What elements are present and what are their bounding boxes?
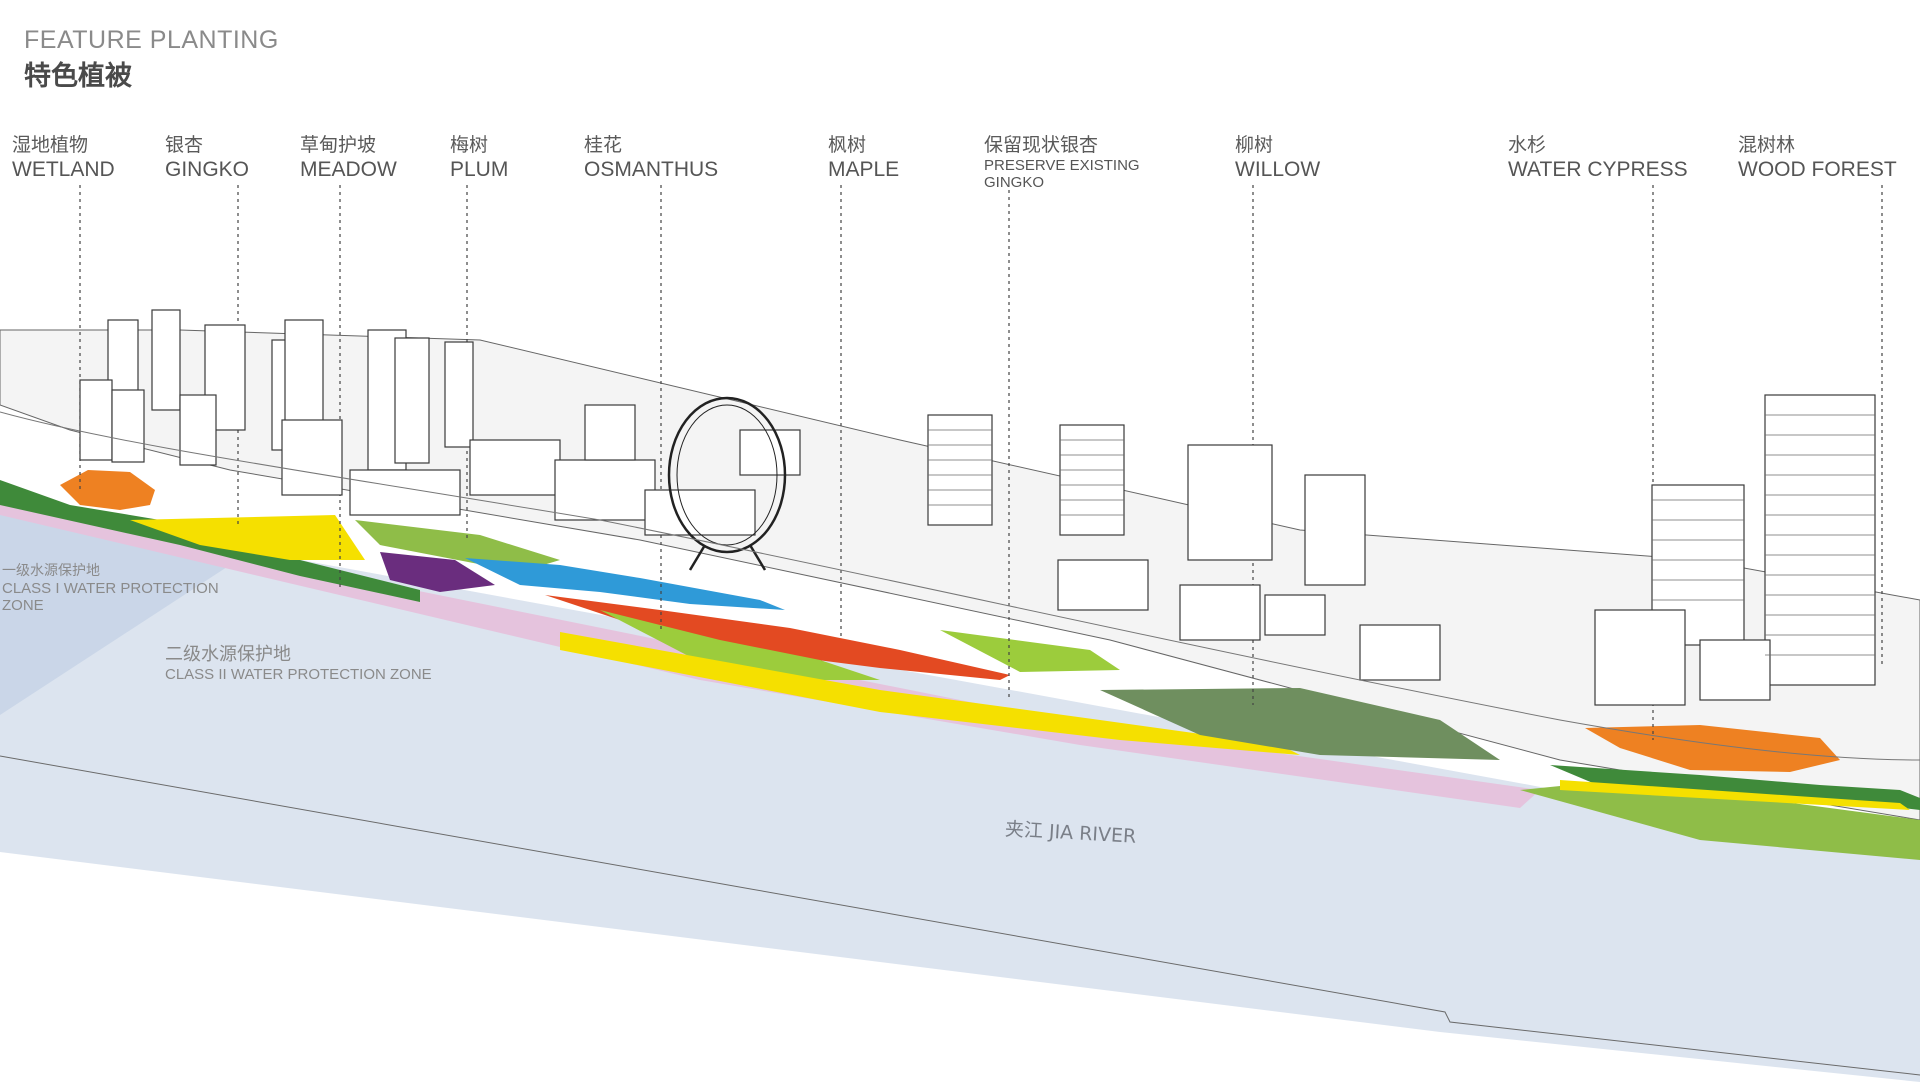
lime-band-mid [940, 630, 1120, 672]
river-edge-line [0, 755, 1920, 1076]
zone-class-2-label: 二级水源保护地 CLASS II WATER PROTECTION ZONE [165, 644, 432, 683]
maple-patch [545, 595, 1010, 680]
wetland-patch [60, 470, 155, 510]
header-title-cn: 特色植被 [24, 61, 132, 92]
header-title-en: FEATURE PLANTING [24, 26, 279, 54]
gingko-patch [130, 515, 365, 560]
river-main-water [0, 505, 1920, 1012]
meadow-strip [355, 520, 560, 572]
pink-buffer-strip [0, 495, 1540, 808]
water-cypress-patch [1585, 725, 1840, 772]
water-blue-patch [465, 558, 785, 610]
zone-class-1-label: 一级水源保护地 CLASS I WATER PROTECTION ZONE [2, 563, 219, 614]
wetland-green-right [1520, 780, 1920, 860]
tower-stripes [928, 414, 1875, 656]
plum-patch [380, 552, 495, 592]
road-line [0, 411, 1920, 761]
willow-patch [1100, 688, 1500, 760]
yellow-right-strip [1560, 780, 1910, 810]
gingko-preserve-strip [560, 632, 1300, 755]
ferris-wheel [667, 396, 787, 571]
buildings [79, 309, 1876, 706]
osmanthus-strip [600, 610, 880, 680]
